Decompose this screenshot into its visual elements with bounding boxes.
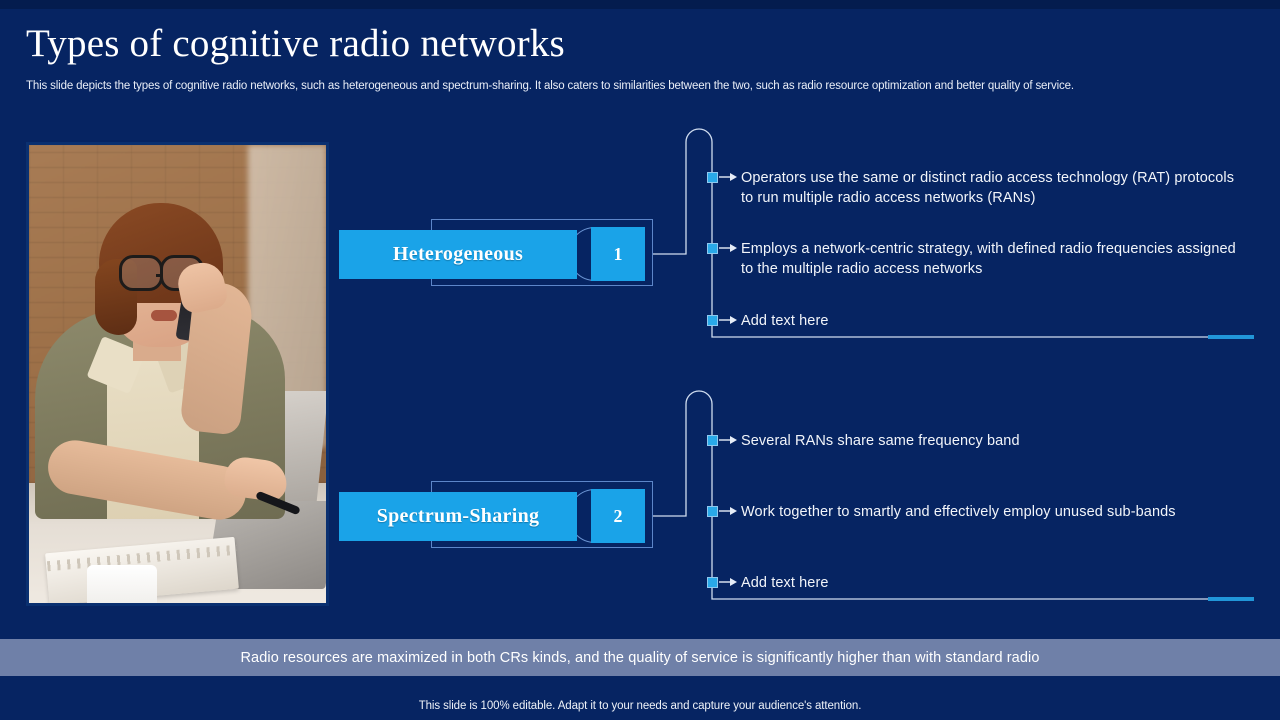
branch-1-label: Heterogeneous	[392, 243, 524, 265]
branch-1-bullet-text-2: Employs a network-centric strategy, with…	[741, 241, 1236, 277]
branch-1-number-box[interactable]: 1	[591, 227, 645, 281]
coffee-mug	[87, 565, 157, 603]
photo-frame	[26, 142, 329, 606]
branch-2-bullet-marker-1	[707, 435, 718, 446]
person-hair-side	[95, 259, 137, 335]
person-photo	[29, 145, 326, 603]
branch-2-bullet-text-1: Several RANs share same frequency band	[741, 433, 1020, 449]
page-title: Types of cognitive radio networks	[26, 22, 565, 65]
glasses-bridge	[156, 274, 162, 277]
branch-1-bullet-text-3: Add text here	[741, 313, 829, 329]
callout-text: Radio resources are maximized in both CR…	[240, 649, 1040, 666]
branch-1-bullet-marker-2	[707, 243, 718, 254]
branch-2-bullet-text-2: Work together to smartly and effectively…	[741, 504, 1176, 520]
branch-1-bullet-marker-3	[707, 315, 718, 326]
slide-subtitle: This slide depicts the types of cognitiv…	[26, 80, 1074, 92]
branch-1-bullet-text-1: Operators use the same or distinct radio…	[741, 170, 1235, 206]
branch-2-number: 2	[613, 505, 623, 526]
branch-1-bullet-marker-1	[707, 172, 718, 183]
branch-2-bullet-marker-2	[707, 506, 718, 517]
branch-2-label-box[interactable]: Spectrum-Sharing	[339, 492, 577, 541]
branch-1-label-box[interactable]: Heterogeneous	[339, 230, 577, 279]
branch-2-label: Spectrum-Sharing	[376, 505, 540, 527]
callout-band: Radio resources are maximized in both CR…	[0, 639, 1280, 676]
branch-2-number-box[interactable]: 2	[591, 489, 645, 543]
top-accent-bar	[0, 0, 1280, 9]
glasses-lens-left	[119, 255, 163, 291]
person-mouth	[151, 310, 177, 321]
branch-2-accent-bar	[1208, 597, 1254, 601]
branch-2-bullet-marker-3	[707, 577, 718, 588]
footer-note: This slide is 100% editable. Adapt it to…	[418, 700, 862, 712]
branch-1-accent-bar	[1208, 335, 1254, 339]
branch-1-number: 1	[613, 243, 623, 264]
branch-2-bullet-text-3: Add text here	[741, 575, 829, 591]
